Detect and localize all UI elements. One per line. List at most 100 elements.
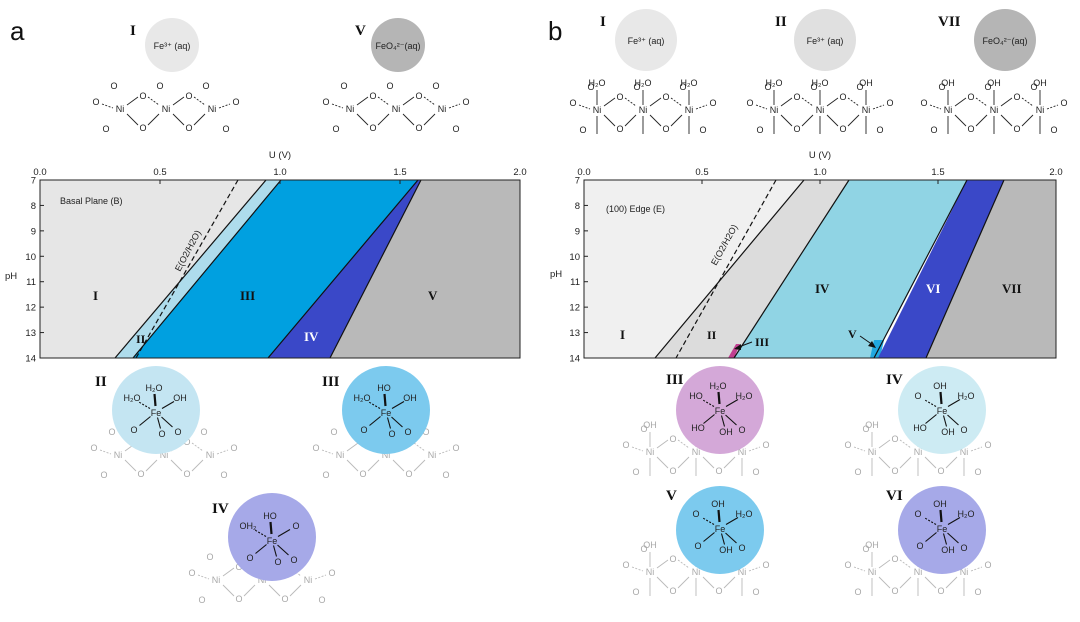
region-label: III [240, 288, 255, 303]
bond [1000, 114, 1013, 127]
ligand: H₂O [635, 78, 652, 88]
o-atom: O [709, 98, 716, 108]
o-atom: O [967, 124, 974, 134]
bond [847, 114, 860, 127]
bond [947, 532, 959, 544]
bond [448, 103, 461, 109]
o-atom: O [862, 424, 869, 434]
bond [402, 113, 415, 126]
arrowhead [868, 341, 876, 348]
o-atom: O [854, 587, 861, 597]
bond [677, 559, 690, 569]
species-label: III [322, 374, 340, 390]
o-atom: O [669, 554, 676, 564]
species-formula: FeO₄²⁻(aq) [983, 36, 1028, 46]
x-axis-label: U (V) [269, 150, 291, 161]
o-atom: O [110, 81, 117, 91]
o-atom: O [839, 124, 846, 134]
bond [899, 559, 912, 569]
o-atom: O [937, 586, 944, 596]
region-label: III [755, 335, 769, 349]
region-II [115, 180, 281, 358]
species-formula: Fe³⁺ (aq) [154, 41, 191, 51]
bond [942, 533, 948, 545]
ligand: H₂O [589, 78, 606, 88]
o-atom: O [185, 123, 192, 133]
o-atom: O [415, 123, 422, 133]
bond [216, 449, 229, 455]
o-atom: O [369, 91, 376, 101]
bond [899, 576, 912, 589]
bond [695, 104, 708, 110]
o-atom: O [752, 587, 759, 597]
region-label: II [707, 328, 717, 342]
ligand: OH [941, 427, 955, 437]
species-label: I [600, 14, 606, 30]
o-atom: O [930, 125, 937, 135]
bond [624, 114, 637, 127]
bond [331, 103, 344, 109]
x-tick-label: 0.5 [153, 167, 166, 178]
region-II [655, 180, 849, 358]
bond [631, 566, 644, 572]
bond [356, 113, 369, 126]
species-circle [228, 493, 316, 581]
bond [603, 97, 616, 107]
bond [147, 96, 160, 106]
ligand: O [274, 557, 281, 567]
bond [656, 559, 669, 569]
o-atom: O [139, 123, 146, 133]
o-atom: O [328, 568, 335, 578]
ni-atom: Ni [646, 567, 655, 577]
bond [677, 456, 690, 469]
o-atom: O [856, 82, 863, 92]
bond [191, 442, 204, 452]
y-tick-label: 13 [569, 328, 580, 339]
ni-atom: Ni [258, 575, 267, 585]
x-tick-label: 1.0 [273, 167, 286, 178]
ligand: H₂O [681, 78, 698, 88]
y-tick-label: 8 [31, 201, 36, 212]
ligand: OH [987, 78, 1001, 88]
o-atom: O [752, 467, 759, 477]
ligand: OH [1033, 78, 1047, 88]
bond [423, 96, 436, 106]
species-circle [898, 486, 986, 574]
x-tick-label: 2.0 [1049, 167, 1062, 178]
ni-atom: Ni [685, 105, 694, 115]
o-atom: O [662, 124, 669, 134]
bond [878, 576, 891, 589]
ni-atom: Ni [1036, 105, 1045, 115]
species-circle [974, 9, 1036, 71]
bond [748, 446, 761, 452]
bond [945, 576, 958, 589]
o-atom: O [793, 124, 800, 134]
o-atom: O [640, 544, 647, 554]
y-axis-label: pH [5, 271, 17, 282]
ligand: H₂O [958, 509, 975, 519]
ligand: O [158, 429, 165, 439]
bond [923, 517, 937, 525]
y-tick-label: 8 [575, 201, 580, 212]
o-atom: O [322, 470, 329, 480]
bond [218, 103, 231, 109]
y-tick-label: 7 [575, 176, 580, 187]
bond [725, 532, 737, 544]
ligand: O [290, 555, 297, 565]
o-atom: O [669, 466, 676, 476]
region-label: IV [304, 329, 319, 344]
o-atom: O [230, 443, 237, 453]
ni-atom: Ni [382, 450, 391, 460]
bond [853, 446, 866, 452]
fe-atom: Fe [151, 408, 162, 418]
species-b-II: II Fe³⁺ (aq) [775, 9, 856, 71]
ligand: OH [859, 78, 873, 88]
bond [172, 96, 185, 106]
o-atom: O [183, 437, 190, 447]
